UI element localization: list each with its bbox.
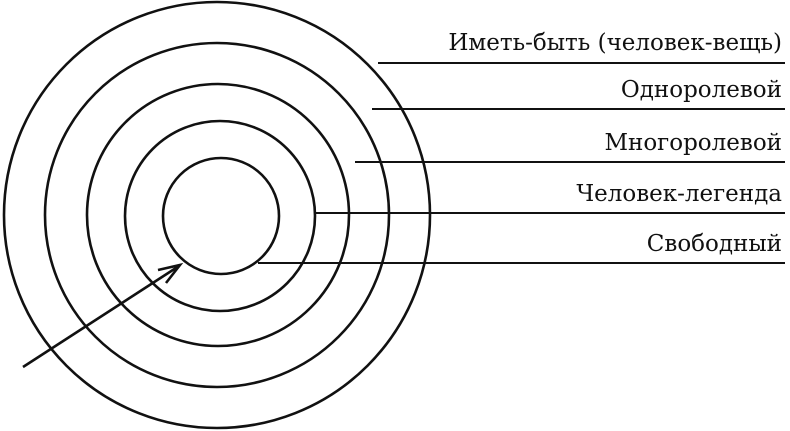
label-legend-person: Человек-легенда (576, 181, 782, 207)
circle-inner (161, 156, 281, 276)
circle-4 (123, 119, 317, 313)
arrow-icon (22, 262, 184, 369)
circle-3 (85, 82, 351, 348)
label-multi-role: Многоролевой (604, 130, 782, 156)
circle-2 (43, 41, 391, 389)
circle-outer (2, 0, 432, 430)
label-single-role: Одноролевой (620, 77, 782, 103)
label-have-be: Иметь-быть (человек-вещь) (448, 30, 782, 56)
label-free: Свободный (646, 231, 782, 257)
